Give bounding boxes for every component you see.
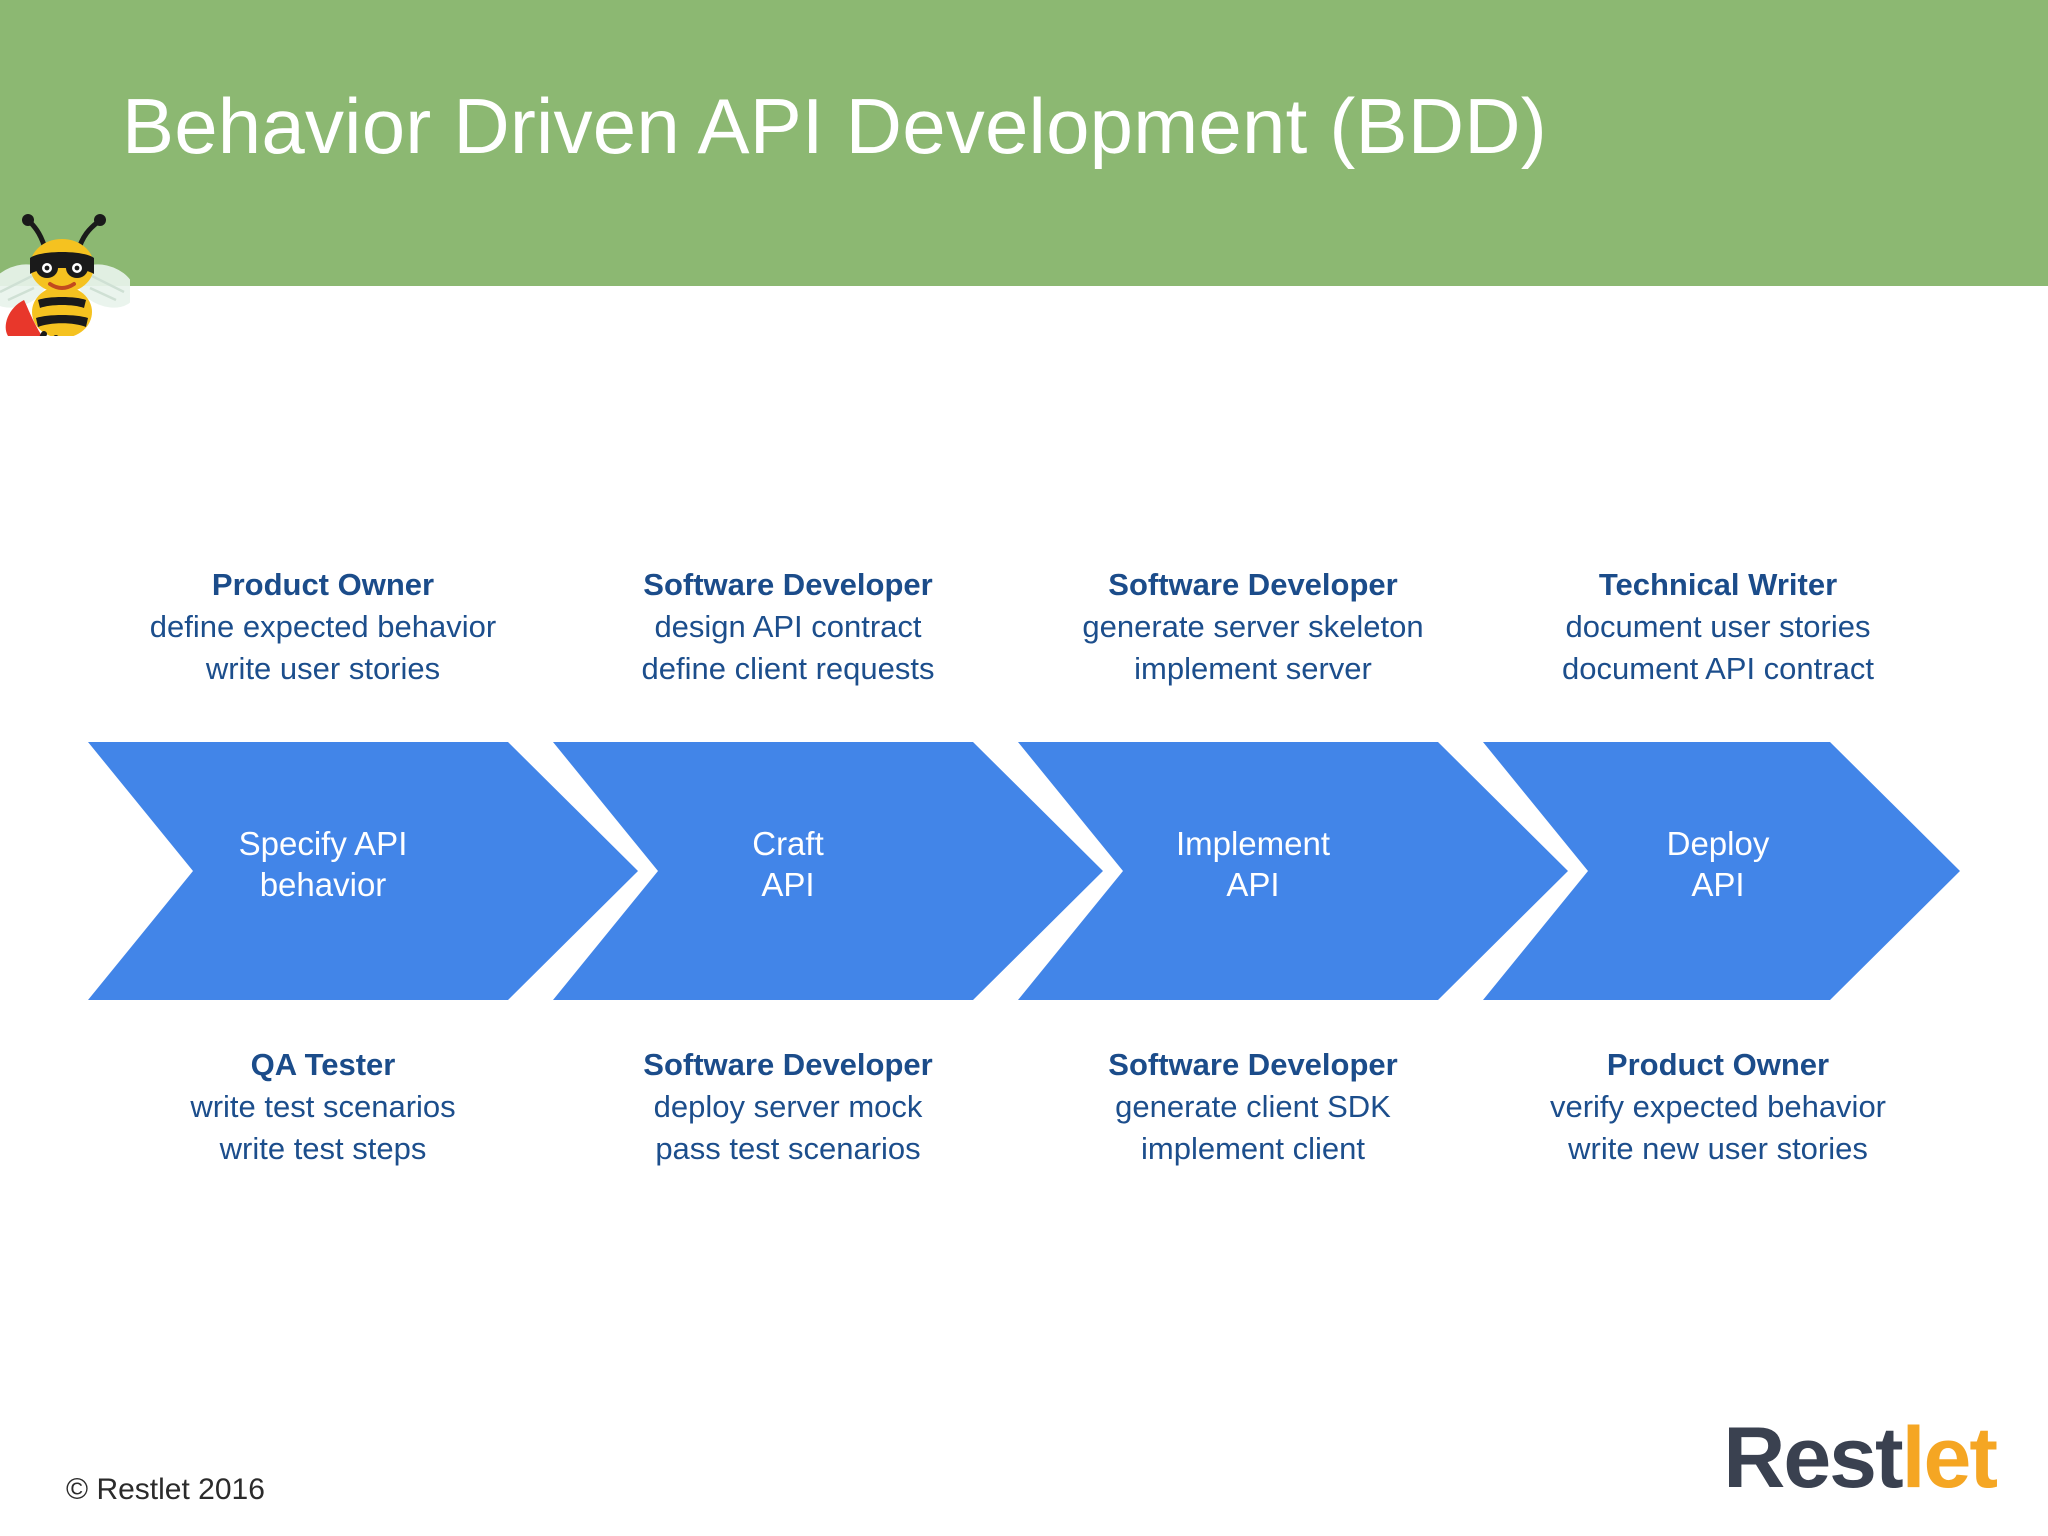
step-label-specify: Specify API behavior [238,825,408,903]
role-top-craft: Software Developer design API contract d… [553,564,1023,690]
role-title: Product Owner [211,567,435,602]
role-title: Software Developer [643,567,933,602]
role-line: generate server skeleton [1082,609,1424,644]
role-bottom-craft: Software Developer deploy server mock pa… [553,1044,1023,1170]
role-line: write test scenarios [190,1089,456,1124]
role-bottom-implement: Software Developer generate client SDK i… [1018,1044,1488,1170]
copyright-text: © Restlet 2016 [66,1473,265,1506]
role-line: deploy server mock [653,1089,923,1124]
role-line: define expected behavior [149,609,497,644]
chevron-arrow-deploy[interactable] [1483,742,1960,1000]
role-line: write user stories [205,651,441,686]
role-line: implement server [1134,651,1372,686]
role-line: implement client [1141,1131,1365,1166]
restlet-logo: Restlet [1723,1415,1998,1501]
role-top-deploy: Technical Writer document user stories d… [1483,564,1953,690]
role-line: generate client SDK [1115,1089,1391,1124]
role-top-implement: Software Developer generate server skele… [1018,564,1488,690]
chevron-arrow-band [88,742,1960,1000]
bee-mascot-icon [0,208,135,357]
role-title: QA Tester [250,1047,396,1082]
role-bottom-specify: QA Tester write test scenarios write tes… [88,1044,558,1170]
role-title: Software Developer [643,1047,933,1082]
page-title: Behavior Driven API Development (BDD) [122,82,1547,170]
role-title: Software Developer [1108,567,1398,602]
restlet-logo-rest: Rest [1723,1410,1903,1506]
role-title: Software Developer [1108,1047,1398,1082]
step-label-craft: Craft API [752,825,824,903]
chevron-arrow-craft[interactable] [553,742,1103,1000]
role-line: verify expected behavior [1549,1089,1887,1124]
role-line: document API contract [1562,651,1874,686]
chevron-arrow-specify[interactable] [88,742,638,1000]
header-band [0,0,2048,286]
role-title: Technical Writer [1598,567,1838,602]
step-label-deploy: Deploy API [1666,825,1770,903]
role-line: write new user stories [1568,1131,1868,1166]
role-title: Product Owner [1606,1047,1830,1082]
role-line: write test steps [219,1131,427,1166]
role-bottom-deploy: Product Owner verify expected behavior w… [1483,1044,1953,1170]
restlet-logo-let: let [1901,1410,1998,1506]
role-line: design API contract [654,609,922,644]
role-top-specify: Product Owner define expected behavior w… [88,564,558,690]
role-line: define client requests [641,651,935,686]
step-label-implement: Implement API [1175,825,1331,903]
role-line: pass test scenarios [655,1131,921,1166]
role-line: document user stories [1565,609,1871,644]
chevron-arrow-implement[interactable] [1018,742,1568,1000]
